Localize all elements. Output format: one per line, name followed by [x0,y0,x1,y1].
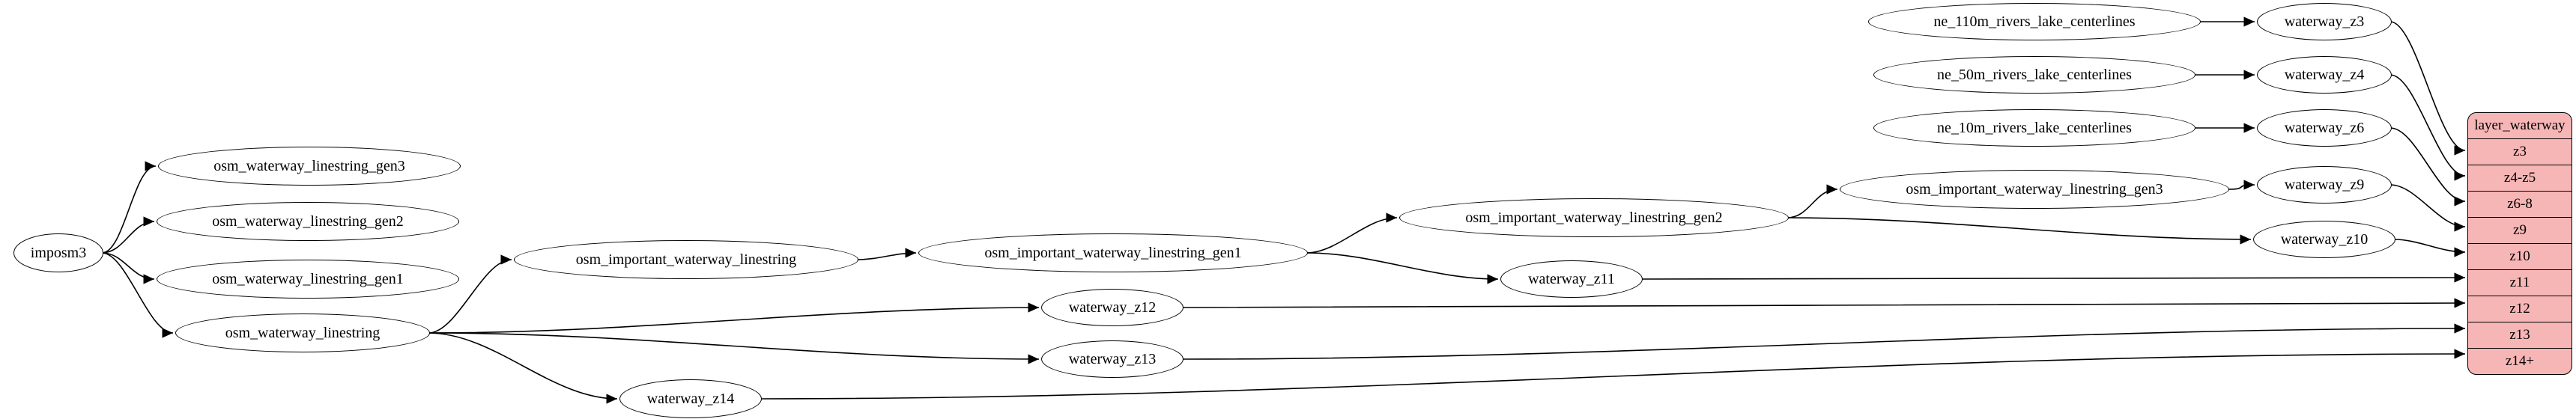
edge-osm_important_waterway_linestring_gen2-to-osm_important_waterway_linestring_gen3 [1786,184,1838,218]
edge-waterway_z14-to-layer_waterway-z14+ [760,349,2466,400]
node-ne_110m_rivers_lake_centerlines: ne_110m_rivers_lake_centerlines [1868,3,2201,40]
node-waterway_z6: waterway_z6 [2257,109,2392,147]
edge-osm_important_waterway_linestring_gen1-to-waterway_z11 [1306,252,1499,284]
node-osm_waterway_linestring: osm_waterway_linestring [175,314,430,352]
edge-osm_waterway_linestring-to-osm_important_waterway_linestring [428,254,512,334]
node-label: osm_waterway_linestring_gen3 [213,157,405,174]
node-osm_important_waterway_linestring: osm_important_waterway_linestring [514,240,858,279]
edge-osm_important_waterway_linestring-to-osm_important_waterway_linestring_gen1 [856,248,917,260]
edge-imposm3-to-osm_waterway_linestring_gen3 [101,161,157,254]
edge-osm_important_waterway_linestring_gen3-to-waterway_z9 [2227,180,2255,190]
node-osm_important_waterway_linestring_gen3: osm_important_waterway_linestring_gen3 [1840,170,2229,209]
node-osm_waterway_linestring_gen3: osm_waterway_linestring_gen3 [158,147,461,186]
edge-waterway_z9-to-layer_waterway-z9 [2389,184,2466,232]
node-label: osm_waterway_linestring_gen2 [212,212,404,230]
edge-imposm3-to-osm_waterway_linestring [101,252,174,338]
edge-waterway_z6-to-layer_waterway-z6-8 [2389,127,2466,207]
node-label: waterway_z14 [646,390,735,407]
record-row-z3: z3 [2468,138,2572,165]
node-label: waterway_z13 [1068,350,1157,367]
edge-imposm3-to-osm_waterway_linestring_gen1 [101,252,155,284]
node-label: waterway_z12 [1068,299,1157,316]
node-label: osm_waterway_linestring_gen1 [212,270,404,287]
node-ne_50m_rivers_lake_centerlines: ne_50m_rivers_lake_centerlines [1873,56,2195,94]
node-label: waterway_z10 [2280,230,2369,248]
edge-waterway_z4-to-layer_waterway-z4-z5 [2389,74,2466,181]
edge-waterway_z10-to-layer_waterway-z10 [2393,239,2466,257]
edge-waterway_z12-to-layer_waterway-z12 [1181,298,2466,308]
record-row-z13: z13 [2468,322,2572,348]
edge-osm_waterway_linestring-to-waterway_z14 [428,332,618,404]
record-row-z14+: z14+ [2468,348,2572,374]
node-waterway_z9: waterway_z9 [2257,166,2392,204]
edge-osm_important_waterway_linestring_gen1-to-osm_important_waterway_linestring_gen2 [1306,212,1398,254]
node-label: ne_110m_rivers_lake_centerlines [1933,13,2136,30]
edge-waterway_z3-to-layer_waterway-z3 [2389,21,2466,156]
node-label: waterway_z6 [2284,119,2365,136]
node-label: osm_important_waterway_linestring_gen3 [1906,180,2163,198]
node-imposm3: imposm3 [13,233,103,272]
node-osm_important_waterway_linestring_gen2: osm_important_waterway_linestring_gen2 [1399,198,1789,237]
node-osm_waterway_linestring_gen1: osm_waterway_linestring_gen1 [157,260,459,299]
node-label: waterway_z11 [1528,270,1615,287]
node-label: osm_important_waterway_linestring_gen2 [1465,209,1723,226]
node-label: osm_important_waterway_linestring_gen1 [984,244,1242,261]
node-ne_10m_rivers_lake_centerlines: ne_10m_rivers_lake_centerlines [1873,109,2195,147]
record-row-z4-z5: z4-z5 [2468,165,2572,191]
record-row-z10: z10 [2468,243,2572,269]
record-row-z6-8: z6-8 [2468,191,2572,217]
node-waterway_z12: waterway_z12 [1041,289,1184,326]
record-row-z12: z12 [2468,296,2572,322]
edge-osm_waterway_linestring-to-waterway_z12 [428,302,1040,334]
node-waterway_z10: waterway_z10 [2253,221,2395,258]
record-header: layer_waterway [2474,117,2566,133]
edges-group [101,16,2466,404]
edge-waterway_z11-to-layer_waterway-z11 [1640,272,2466,283]
node-label: osm_waterway_linestring [225,324,381,341]
edge-imposm3-to-osm_waterway_linestring_gen2 [101,216,155,254]
node-waterway_z3: waterway_z3 [2257,3,2392,40]
node-waterway_z4: waterway_z4 [2257,56,2392,94]
node-label: ne_10m_rivers_lake_centerlines [1937,119,2132,136]
node-osm_important_waterway_linestring_gen1: osm_important_waterway_linestring_gen1 [918,233,1308,272]
edge-osm_important_waterway_linestring_gen2-to-waterway_z10 [1786,217,2252,245]
node-waterway_z11: waterway_z11 [1500,260,1643,298]
node-waterway_z14: waterway_z14 [619,379,762,418]
node-label: ne_50m_rivers_lake_centerlines [1937,66,2132,83]
node-waterway_z13: waterway_z13 [1041,340,1184,378]
edge-osm_waterway_linestring-to-waterway_z13 [428,332,1040,364]
record-row-z9: z9 [2468,217,2572,243]
node-label: waterway_z9 [2284,176,2365,193]
node-label: waterway_z3 [2284,13,2365,30]
node-osm_waterway_linestring_gen2: osm_waterway_linestring_gen2 [157,202,459,241]
node-label: waterway_z4 [2284,66,2365,83]
edge-waterway_z13-to-layer_waterway-z13 [1181,323,2466,360]
node-label: osm_important_waterway_linestring [575,251,797,268]
node-label: imposm3 [30,244,87,261]
record-row-z11: z11 [2468,269,2572,296]
